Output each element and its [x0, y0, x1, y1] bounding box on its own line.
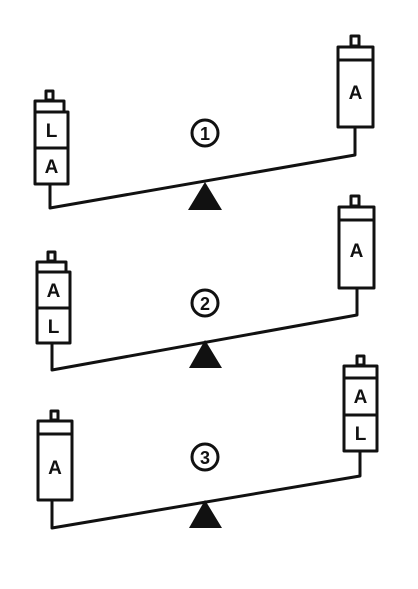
- scenario-number-2: 2: [190, 288, 220, 318]
- compartment-label: A: [47, 281, 61, 302]
- beam-1: [48, 125, 357, 210]
- scenario-number-1-text: 1: [200, 124, 210, 144]
- scenario-1: 1 L A A: [33, 34, 375, 210]
- compartment-3-left: [36, 432, 74, 502]
- compartment-label: L: [46, 121, 58, 142]
- compartment-label: L: [355, 424, 367, 445]
- scenario-number-3-text: 3: [200, 448, 210, 468]
- compartment-1-right: [336, 58, 375, 129]
- scenario-number-1: 1: [190, 118, 220, 148]
- scenario-3: 3 A A L: [36, 354, 379, 530]
- fulcrum-1: [188, 182, 222, 210]
- compartment-3-right-top: [342, 376, 379, 417]
- compartment-2-left-bottom: [35, 306, 72, 345]
- compartment-label: A: [45, 157, 59, 178]
- right-container-3: A L: [342, 354, 379, 453]
- scenario-number-3: 3: [190, 442, 220, 472]
- compartment-2-right: [337, 218, 376, 290]
- compartment-label: A: [354, 387, 368, 408]
- fulcrum-3: [189, 500, 222, 528]
- compartment-label: L: [48, 317, 60, 338]
- left-container-2: A L: [35, 250, 72, 345]
- left-container-1: L A: [33, 89, 70, 186]
- compartment-3-right-bottom: [342, 413, 379, 453]
- right-container-2: A: [337, 194, 376, 290]
- right-container-1: A: [336, 34, 375, 129]
- scenario-number-2-text: 2: [200, 294, 210, 314]
- fulcrum-2: [189, 340, 222, 368]
- compartment-1-left-top: [33, 110, 70, 150]
- scenario-2: 2 A L A: [35, 194, 376, 372]
- compartment-label: A: [349, 83, 363, 104]
- compartment-1-left-bottom: [33, 146, 70, 186]
- left-container-3: A: [36, 409, 74, 502]
- compartment-label: A: [350, 241, 364, 262]
- compartment-label: A: [48, 458, 62, 479]
